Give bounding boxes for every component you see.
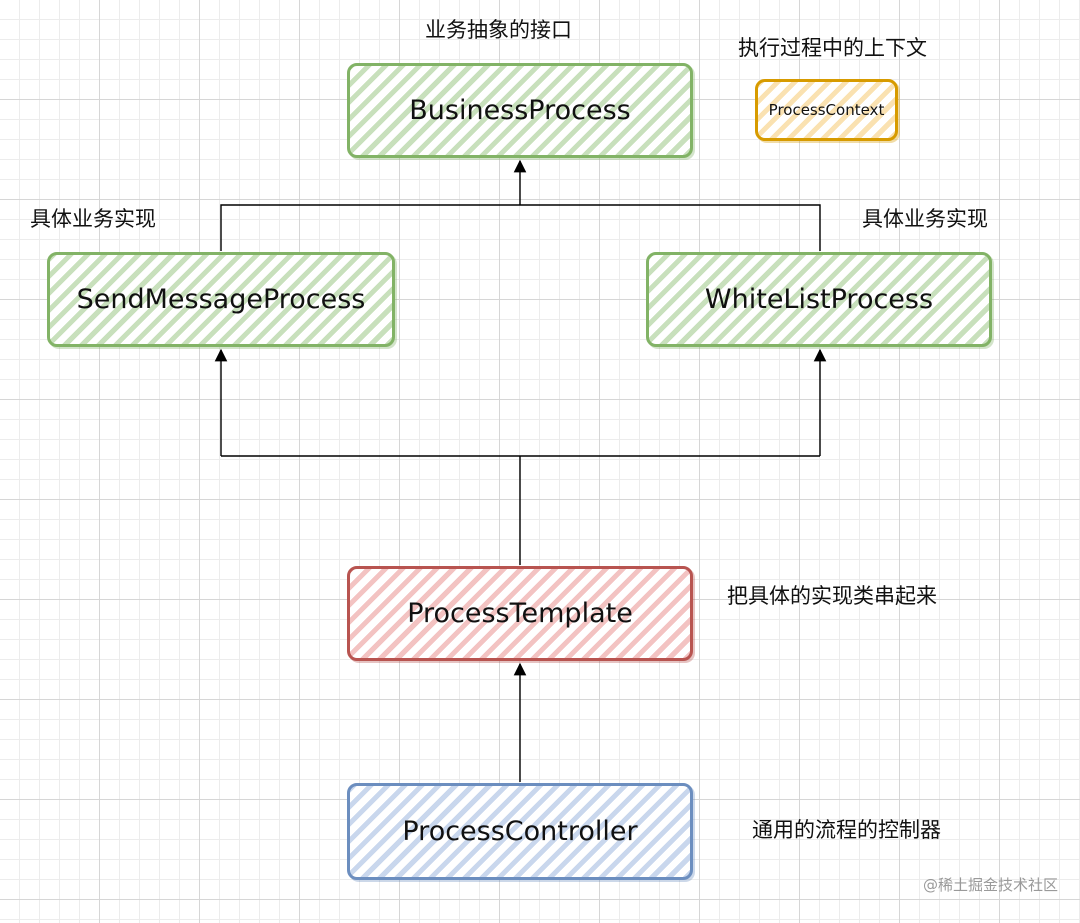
process-context-node: ProcessContext [755,79,898,141]
impl-right-annotation: 具体业务实现 [862,207,988,231]
send-message-process-node: SendMessageProcess [47,252,395,347]
interface-annotation: 业务抽象的接口 [425,18,572,42]
white-list-process-node: WhiteListProcess [646,252,992,347]
process-controller-label: ProcessController [402,816,638,847]
white-list-process-label: WhiteListProcess [704,284,934,315]
business-process-node: BusinessProcess [347,63,693,158]
process-controller-node: ProcessController [347,783,693,880]
business-process-label: BusinessProcess [409,95,631,126]
template-annotation: 把具体的实现类串起来 [727,584,937,608]
process-template-node: ProcessTemplate [347,566,693,661]
context-annotation: 执行过程中的上下文 [738,36,927,60]
inherit-connector-left [220,204,520,251]
process-template-label: ProcessTemplate [407,598,633,629]
watermark-text: @稀土掘金技术社区 [922,876,1058,894]
send-message-process-label: SendMessageProcess [76,284,366,315]
controller-annotation: 通用的流程的控制器 [752,818,941,842]
inherit-connector-right [520,204,821,251]
process-context-label: ProcessContext [768,101,885,119]
impl-left-annotation: 具体业务实现 [30,207,156,231]
